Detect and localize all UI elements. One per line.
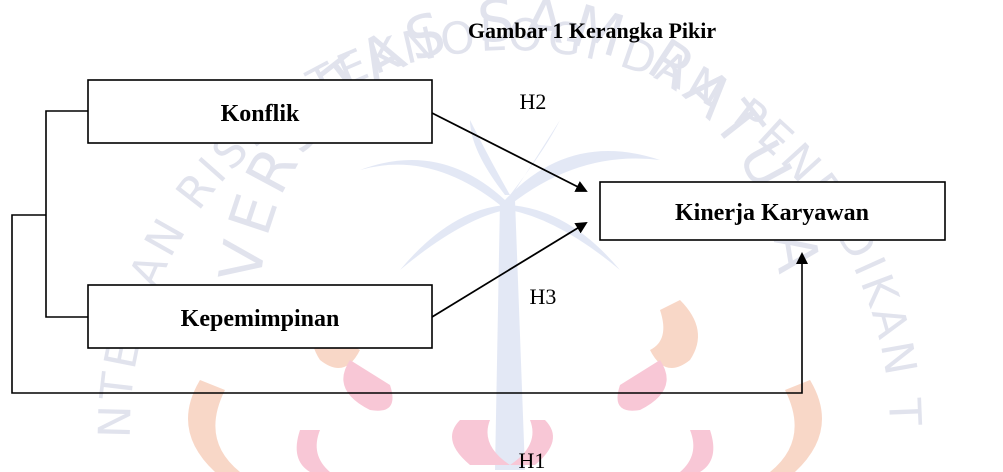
node-kepemimpinan: Kepemimpinan [87, 284, 433, 349]
h1-path [11, 214, 808, 394]
h3-arrow [431, 221, 588, 318]
h2-arrow [431, 112, 588, 192]
node-kinerja-box [599, 181, 946, 241]
node-kepemimpinan-label: Kepemimpinan [181, 306, 340, 332]
watermark-inner-text: UNIVERSITAS SAM RATULANGI [0, 0, 828, 307]
figure-caption: Gambar 1 Kerangka Pikir [468, 18, 717, 43]
node-kepemimpinan-box [87, 284, 433, 349]
combined-bracket-line [45, 110, 88, 318]
h1-label: H1 [519, 448, 546, 472]
node-konflik-label: Konflik [221, 101, 300, 127]
node-kinerja-karyawan: Kinerja Karyawan [599, 181, 946, 241]
h2-label: H2 [520, 89, 547, 114]
h3-label: H3 [530, 284, 557, 309]
node-konflik-box [87, 79, 433, 144]
palm-emblem [360, 120, 660, 470]
node-konflik: Konflik [87, 79, 433, 144]
node-kinerja-label: Kinerja Karyawan [675, 200, 869, 226]
